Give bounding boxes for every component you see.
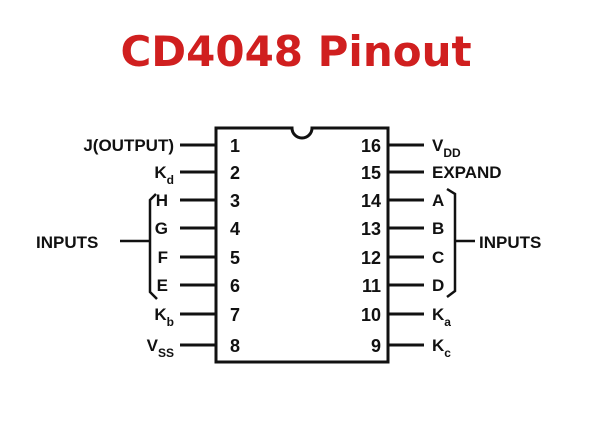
pin-number: 3 <box>230 191 240 211</box>
left-inputs-bracket <box>120 193 158 300</box>
pin-label: J(OUTPUT) <box>83 136 174 155</box>
pin-number: 1 <box>230 136 240 156</box>
left-inputs-label: INPUTS <box>36 233 98 252</box>
pin-number: 11 <box>362 276 381 296</box>
pin-number: 8 <box>230 336 240 356</box>
chip-body <box>214 126 390 364</box>
pin-label-main: K <box>154 305 167 324</box>
right-inputs-bracket <box>446 187 475 298</box>
pin-label-main: G <box>155 219 168 238</box>
pin-number: 12 <box>361 248 381 268</box>
pin-label-main: V <box>147 336 159 355</box>
pin-label: B <box>432 219 444 238</box>
pin-label-main: K <box>432 305 445 324</box>
pin-label-main: E <box>157 276 168 295</box>
pin-label-main: A <box>432 191 444 210</box>
pin-label-subscript: c <box>444 346 451 360</box>
pin-number: 2 <box>230 163 240 183</box>
pin-label-main: B <box>432 219 444 238</box>
pin-label-main: C <box>432 248 444 267</box>
pin-number: 6 <box>230 276 240 296</box>
pin-label: D <box>432 276 444 295</box>
pin-number: 7 <box>230 305 240 325</box>
pin-label-main: H <box>156 191 168 210</box>
pin-number: 10 <box>361 305 381 325</box>
right-inputs-label: INPUTS <box>479 233 541 252</box>
pin-label-subscript: a <box>444 315 451 329</box>
page-title: CD4048 Pinout <box>120 27 471 76</box>
pin-label: Ka <box>432 305 451 329</box>
pin-number: 13 <box>361 219 381 239</box>
pin-number: 15 <box>361 163 381 183</box>
pin-label-main: K <box>154 163 167 182</box>
pin-label-main: D <box>432 276 444 295</box>
pin-number: 14 <box>361 191 381 211</box>
pin-number: 16 <box>361 136 381 156</box>
pin-label: Kd <box>154 163 174 187</box>
pin-label: E <box>157 276 168 295</box>
pin-label: C <box>432 248 444 267</box>
pin-label: Kb <box>154 305 174 329</box>
pin-label-subscript: SS <box>158 346 174 360</box>
pin-number: 5 <box>230 248 240 268</box>
pin-label: A <box>432 191 444 210</box>
pin-label: Kc <box>432 336 451 360</box>
pin-label-subscript: d <box>167 173 174 187</box>
pin-label: H <box>156 191 168 210</box>
pin-number: 4 <box>230 219 240 239</box>
pin-label-main: EXPAND <box>432 163 502 182</box>
pin-label-subscript: b <box>167 315 174 329</box>
pin-label: EXPAND <box>432 163 502 182</box>
pin-label: VDD <box>432 136 461 160</box>
pin-label-subscript: DD <box>443 146 461 160</box>
pin-label: VSS <box>147 336 174 360</box>
pin-label-main: K <box>432 336 445 355</box>
pin-label-main: V <box>432 136 444 155</box>
pin-number: 9 <box>371 336 381 356</box>
pin-label: G <box>155 219 168 238</box>
pin-label-main: J(OUTPUT) <box>83 136 174 155</box>
pin-label: F <box>158 248 168 267</box>
pin-label-main: F <box>158 248 168 267</box>
